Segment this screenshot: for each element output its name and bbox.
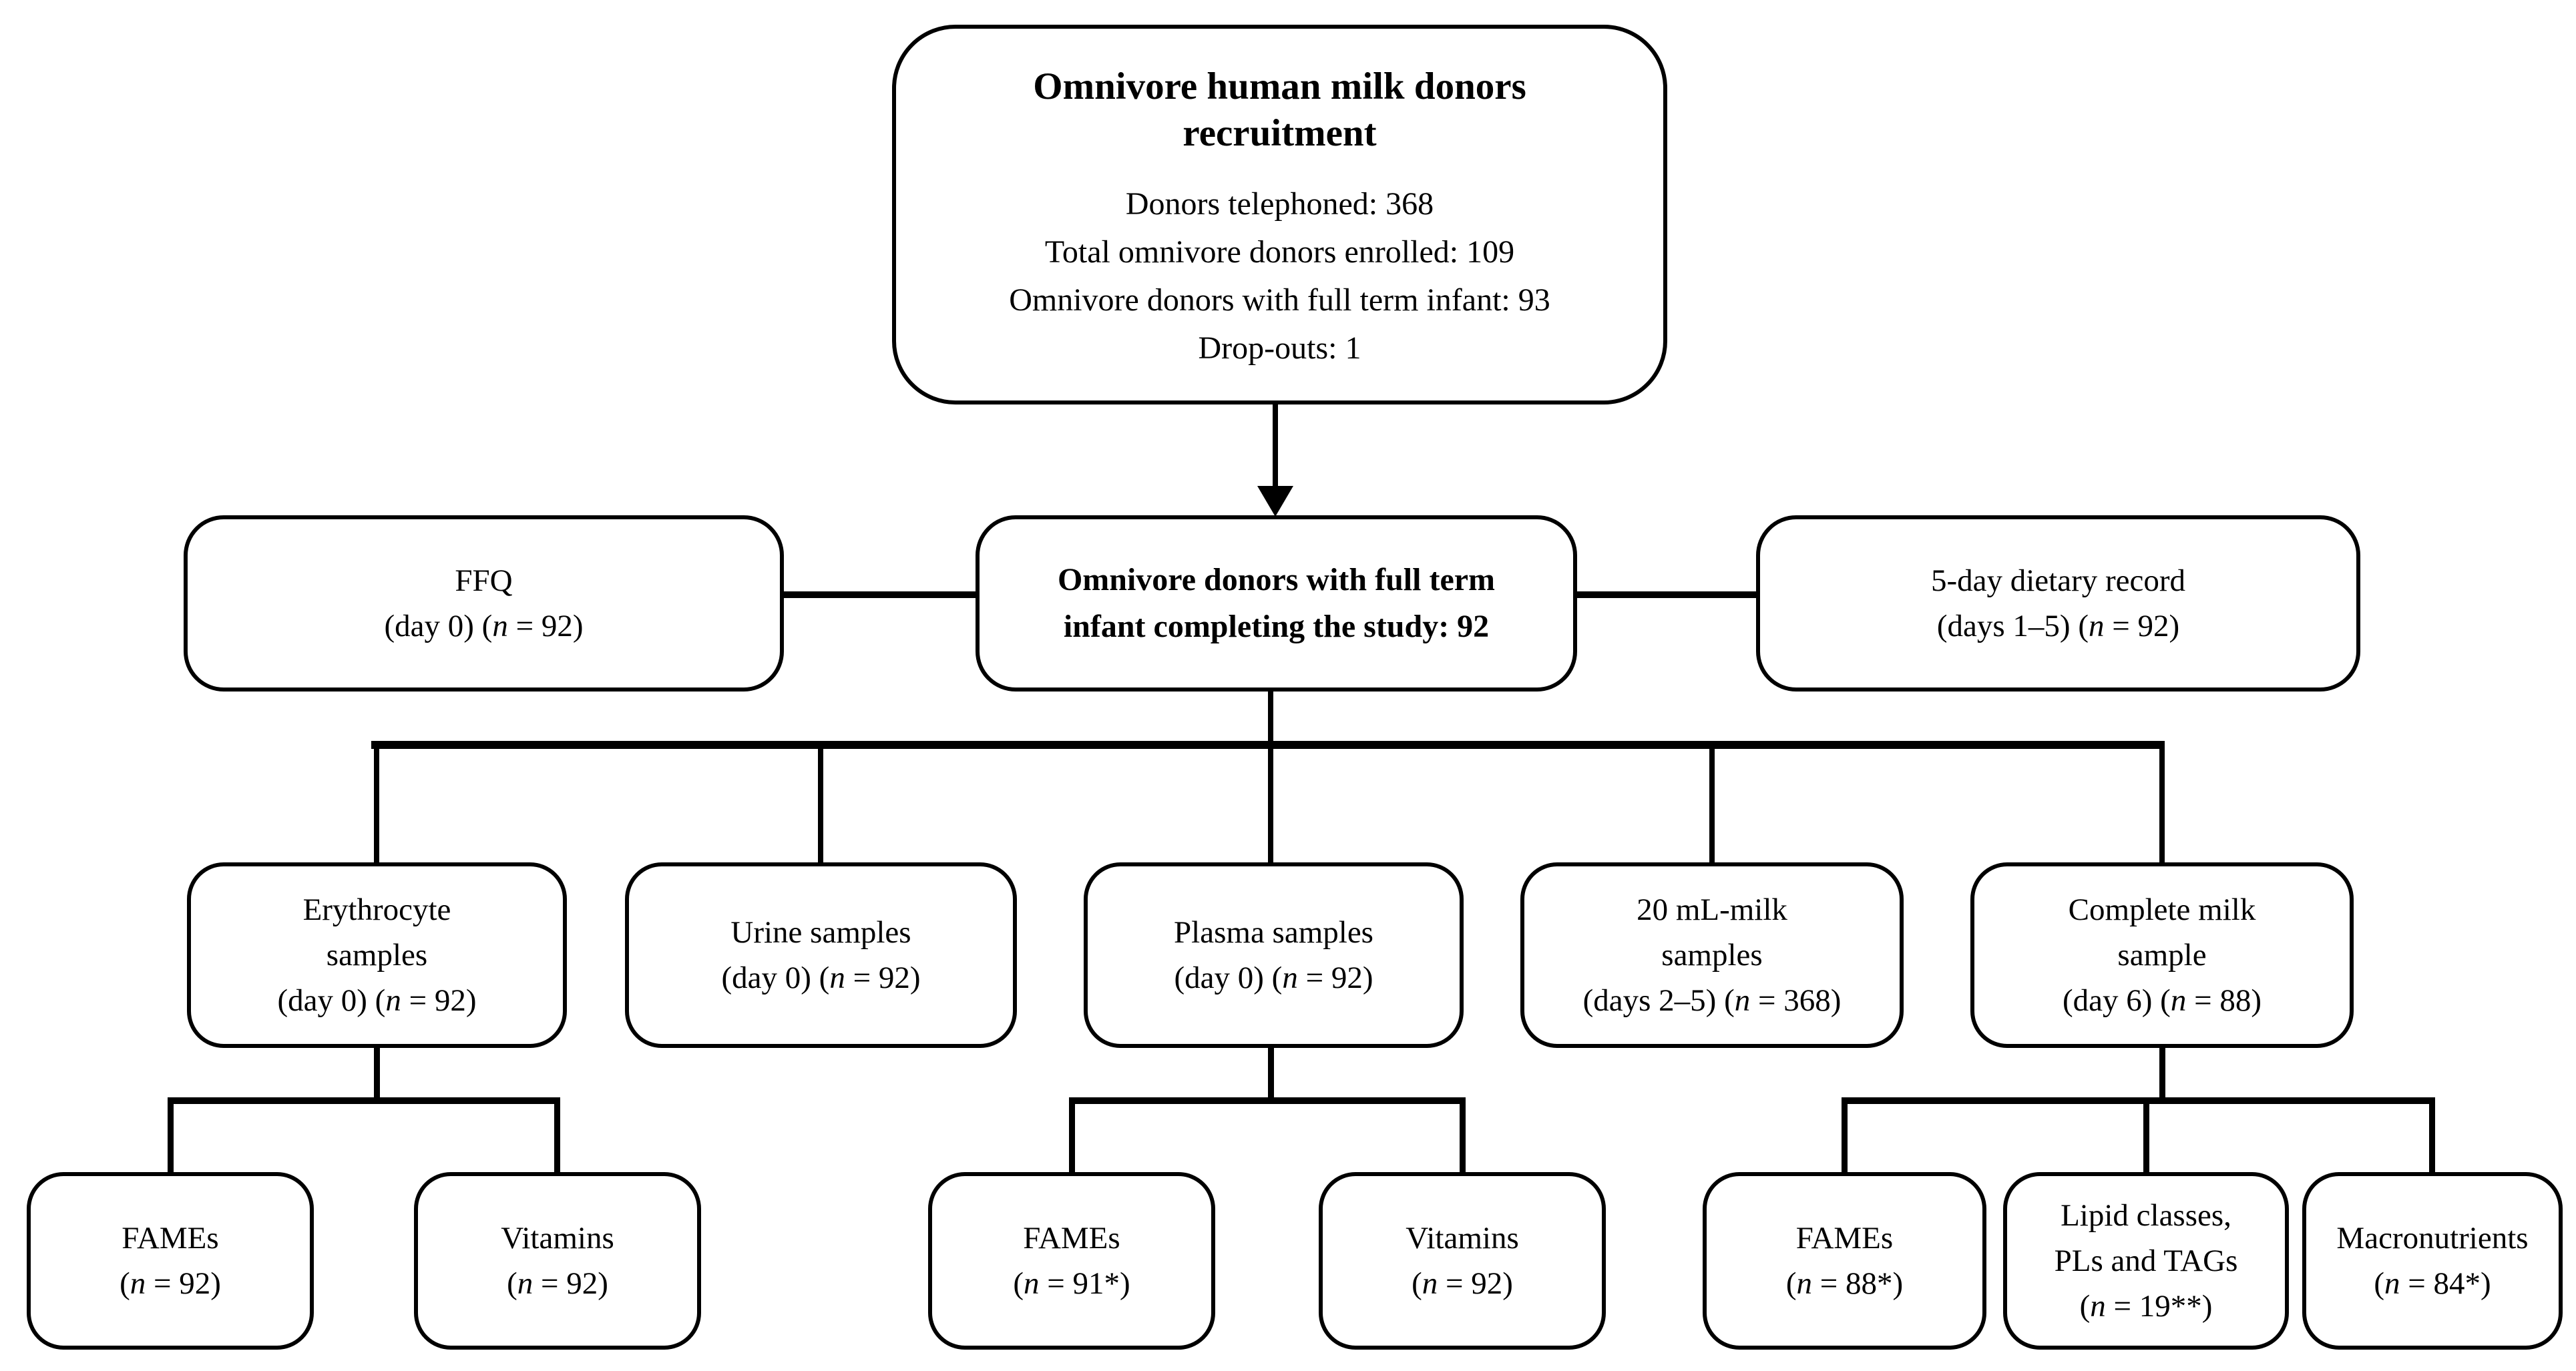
fames-plasma-label: FAMEs(n = 91*) [1013,1220,1130,1301]
connector-drop-complete-milk [2159,745,2165,865]
connector-completing-stem [1268,692,1273,749]
fames-erythrocyte-label: FAMEs(n = 92) [120,1220,221,1301]
node-lipid-classes: Lipid classes,PLs and TAGs(n = 19**) [2003,1172,2289,1350]
node-dietary-record: 5-day dietary record(days 1–5) (n = 92) [1756,515,2360,692]
connector-top-arrow-stem [1273,400,1278,494]
node-ffq: FFQ(day 0) (n = 92) [184,515,784,692]
fames-milk-label: FAMEs(n = 88*) [1785,1220,1904,1301]
connector-drop-vitamins-erythrocyte [554,1100,560,1172]
macronutrients-label: Macronutrients(n = 84*) [2336,1220,2529,1301]
connector-drop-macronutrients [2429,1100,2435,1172]
urine-samples-label: Urine samples(day 0) (n = 92) [721,914,921,995]
node-fames-erythrocyte: FAMEs(n = 92) [27,1172,314,1350]
node-fames-milk: FAMEs(n = 88*) [1703,1172,1986,1350]
node-plasma-samples: Plasma samples(day 0) (n = 92) [1084,862,1464,1048]
connector-drop-fames-milk [1842,1100,1848,1172]
dietary-record-label: 5-day dietary record(days 1–5) (n = 92) [1930,563,2186,643]
connector-plasma-bar [1069,1097,1466,1104]
connector-plasma-stem [1268,1048,1274,1103]
node-urine-samples: Urine samples(day 0) (n = 92) [625,862,1017,1048]
connector-complete-milk-stem [2159,1048,2165,1103]
connector-drop-fames-erythrocyte [168,1100,174,1172]
connector-drop-erythrocyte [374,745,379,865]
ffq-label: FFQ(day 0) (n = 92) [384,563,584,643]
connector-drop-milk20 [1709,745,1715,865]
connector-drop-lipid-classes [2143,1100,2149,1172]
connector-drop-urine [818,745,823,865]
connector-complete-milk-bar [1842,1097,2435,1104]
connector-ffq-completing [780,591,978,598]
connector-erythrocyte-bar [168,1097,560,1104]
connector-erythrocyte-stem [374,1048,380,1103]
connector-drop-fames-plasma [1069,1100,1075,1172]
node-vitamins-plasma: Vitamins(n = 92) [1319,1172,1606,1350]
vitamins-plasma-label: Vitamins(n = 92) [1406,1220,1519,1301]
connector-drop-vitamins-plasma [1460,1100,1466,1172]
connector-completing-dietary [1576,591,1757,598]
lipid-classes-label: Lipid classes,PLs and TAGs(n = 19**) [2054,1197,2238,1324]
node-fames-plasma: FAMEs(n = 91*) [928,1172,1215,1350]
node-macronutrients: Macronutrients(n = 84*) [2302,1172,2563,1350]
vitamins-erythrocyte-label: Vitamins(n = 92) [501,1220,614,1301]
arrowhead-down-icon [1257,486,1293,517]
node-vitamins-erythrocyte: Vitamins(n = 92) [414,1172,701,1350]
connector-drop-plasma [1268,745,1273,865]
plasma-samples-label: Plasma samples(day 0) (n = 92) [1174,914,1373,995]
